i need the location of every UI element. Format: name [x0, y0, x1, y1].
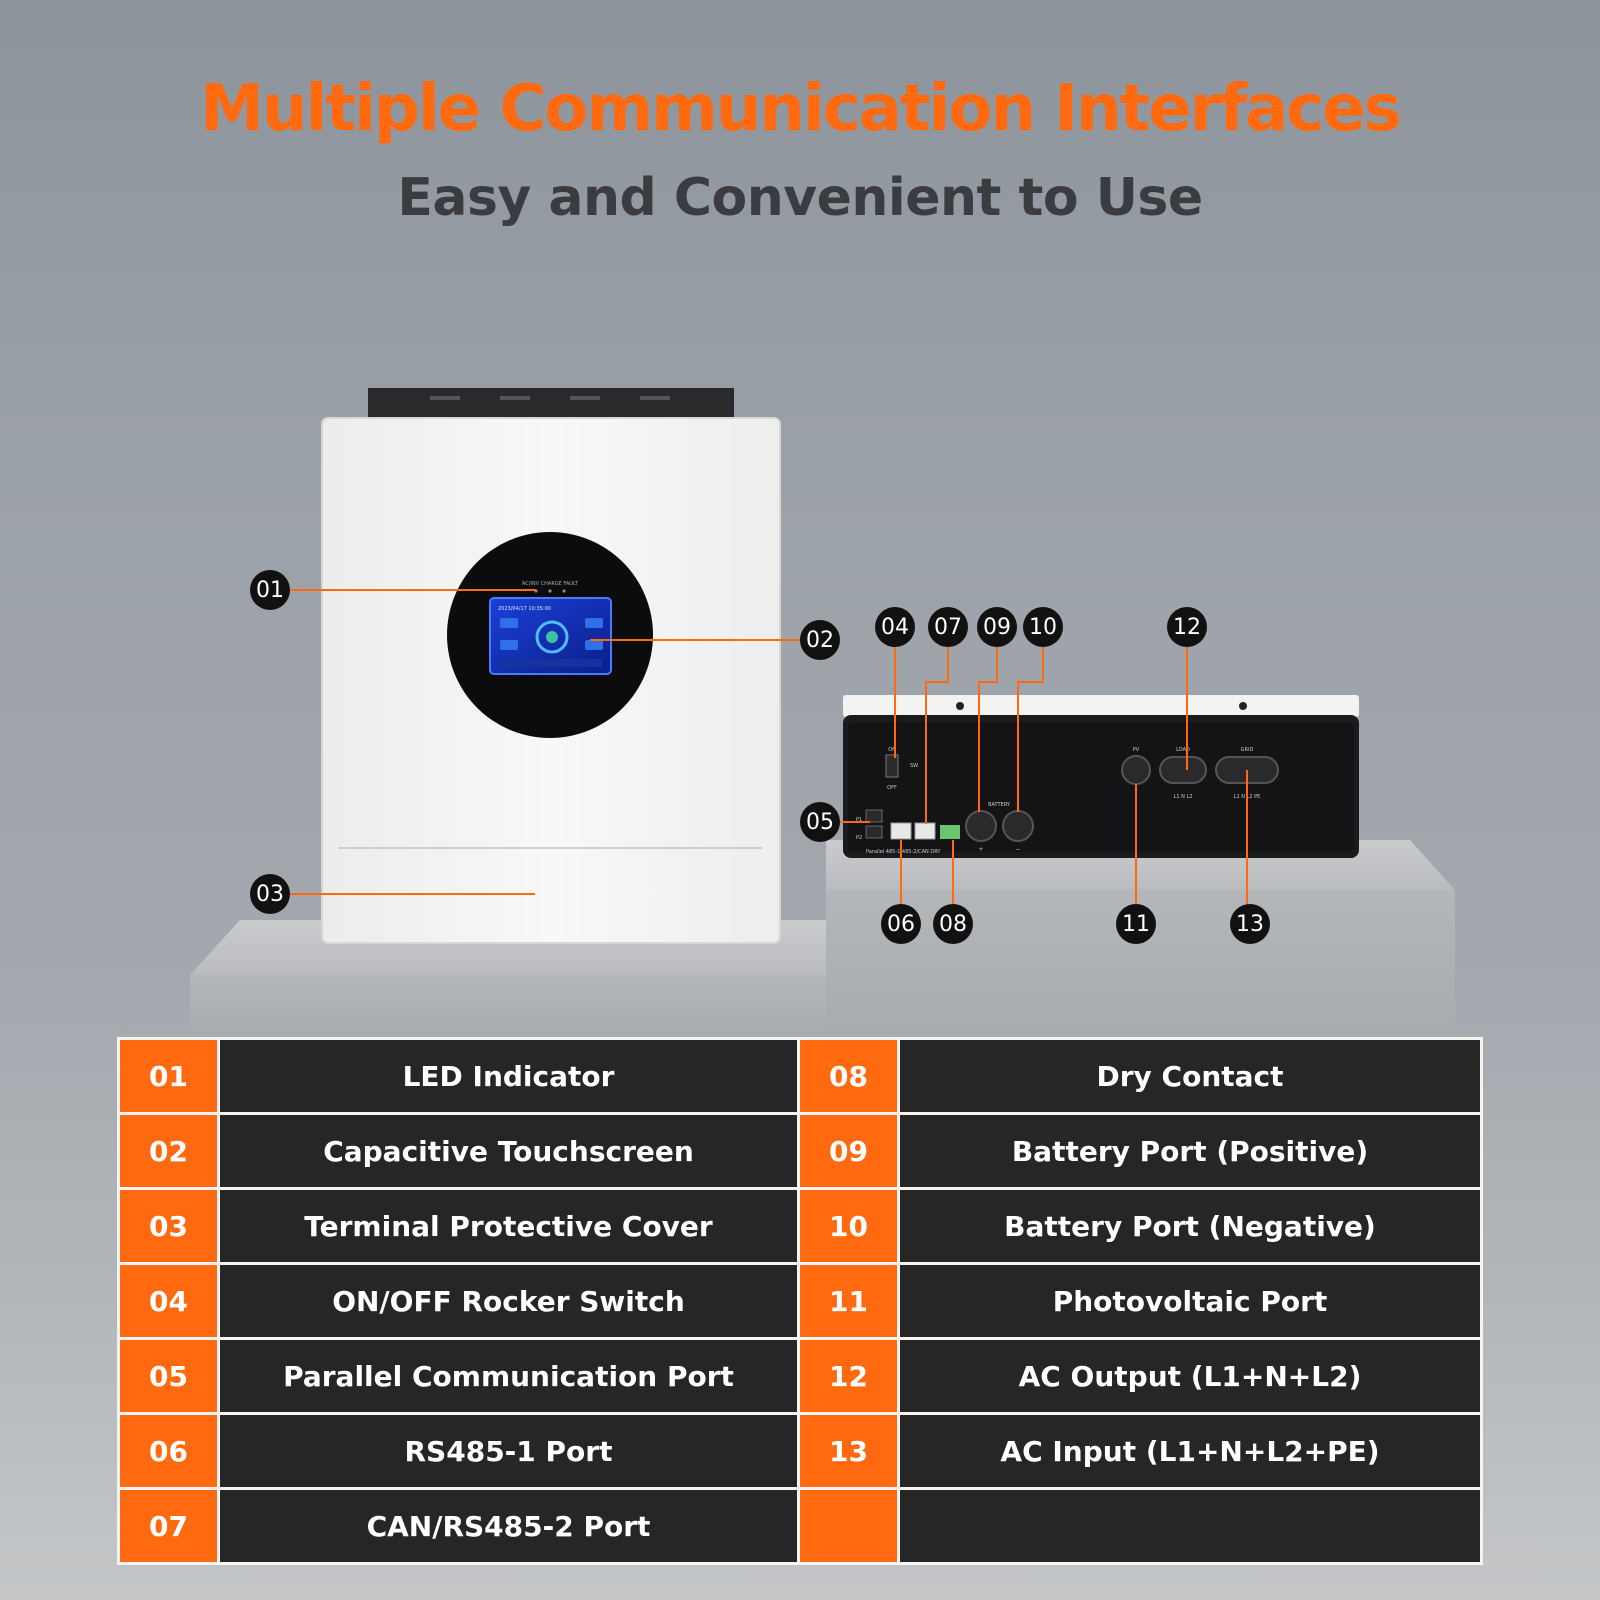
row-label: Capacitive Touchscreen [220, 1115, 800, 1187]
callout-02: 02 [800, 620, 840, 660]
pv-label: PV [1133, 747, 1140, 753]
row-label: CAN/RS485-2 Port [220, 1490, 800, 1562]
grid-label: GRID [1241, 747, 1254, 753]
screen-timestamp: 2023/04/17 10:35:00 [498, 606, 551, 612]
row-number: 04 [120, 1265, 220, 1337]
row-number: 12 [800, 1340, 900, 1412]
row-label: Battery Port (Negative) [900, 1190, 1483, 1262]
page-subtitle: Easy and Convenient to Use [397, 168, 1203, 228]
row-label: Terminal Protective Cover [220, 1190, 800, 1262]
inverter-bottom: ON OFF SW P1 P2 Parallel 485-1 485-2/CAN… [843, 695, 1359, 858]
row-number [800, 1490, 900, 1562]
switch-off-label: OFF [887, 785, 897, 791]
parallel-p1-label: P1 [856, 817, 862, 823]
page-title: Multiple Communication Interfaces [200, 72, 1401, 146]
row-label: Battery Port (Positive) [900, 1115, 1483, 1187]
battery-label: BATTERY [988, 802, 1011, 808]
table-top-border [117, 1037, 1483, 1040]
row-label: RS485-1 Port [220, 1415, 800, 1487]
callout-11: 11 [1116, 904, 1156, 944]
callout-03: 03 [250, 874, 290, 914]
led-indicator-text: AC/INV CHARGE FAULT [522, 581, 579, 587]
inverter-front: AC/INV CHARGE FAULT 2023/04/17 10:35:00 [321, 388, 781, 944]
callout-08: 08 [933, 904, 973, 944]
row-label: LED Indicator [220, 1040, 800, 1112]
row-number: 10 [800, 1190, 900, 1262]
switch-sw-label: SW [910, 763, 918, 769]
callout-09: 09 [977, 607, 1017, 647]
parallel-p2-label: P2 [856, 835, 862, 841]
port-strip-label: Parallel 485-1 485-2/CAN DRY [866, 849, 941, 855]
callout-13: 13 [1230, 904, 1270, 944]
callout-04: 04 [875, 607, 915, 647]
row-number: 02 [120, 1115, 220, 1187]
row-number: 01 [120, 1040, 220, 1112]
row-number: 06 [120, 1415, 220, 1487]
row-label: Dry Contact [900, 1040, 1483, 1112]
row-number: 03 [120, 1190, 220, 1262]
row-number: 05 [120, 1340, 220, 1412]
callout-06: 06 [881, 904, 921, 944]
row-number: 07 [120, 1490, 220, 1562]
table-row [800, 1490, 1483, 1565]
row-number: 13 [800, 1415, 900, 1487]
row-label: AC Input (L1+N+L2+PE) [900, 1415, 1483, 1487]
callout-01: 01 [250, 570, 290, 610]
row-label [900, 1490, 1483, 1562]
callout-05: 05 [800, 802, 840, 842]
svg-text:L1 N L2: L1 N L2 [1174, 794, 1193, 800]
row-number: 09 [800, 1115, 900, 1187]
svg-text:+: + [978, 846, 983, 853]
row-label: ON/OFF Rocker Switch [220, 1265, 800, 1337]
switch-on-label: ON [888, 747, 896, 753]
load-label: LOAD [1176, 747, 1190, 753]
leader-lines [290, 589, 1248, 905]
row-number: 11 [800, 1265, 900, 1337]
svg-text:−: − [1015, 846, 1020, 853]
row-number: 08 [800, 1040, 900, 1112]
row-label: Photovoltaic Port [900, 1265, 1483, 1337]
callout-10: 10 [1023, 607, 1063, 647]
callout-12: 12 [1167, 607, 1207, 647]
row-label: AC Output (L1+N+L2) [900, 1340, 1483, 1412]
row-label: Parallel Communication Port [220, 1340, 800, 1412]
callout-07: 07 [928, 607, 968, 647]
